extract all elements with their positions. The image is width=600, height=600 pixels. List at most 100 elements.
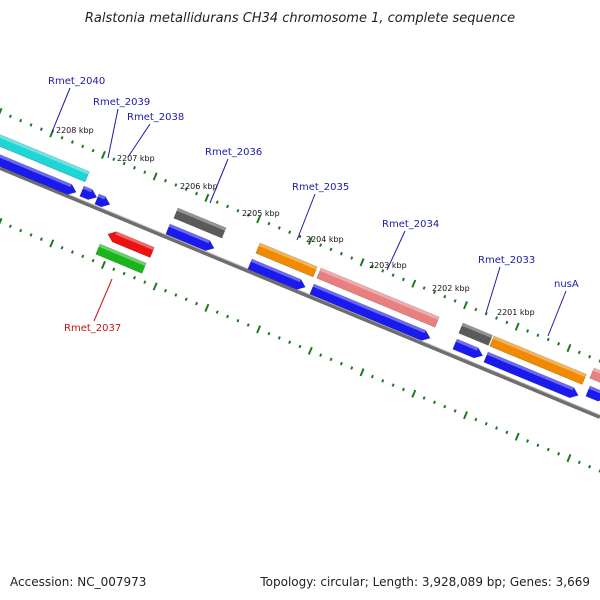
kbp-label: 2205 kbp bbox=[242, 209, 280, 218]
lower-scale-tick bbox=[557, 452, 561, 456]
upper-scale-tick bbox=[246, 213, 250, 217]
cds-arrow-rmet-2033-shine bbox=[455, 339, 479, 351]
upper-scale-tick bbox=[422, 286, 426, 290]
leader-line-rmet-2037 bbox=[93, 278, 113, 322]
gene-bar-rmet-2040 bbox=[0, 117, 90, 183]
leader-line-rmet-2038 bbox=[127, 123, 151, 158]
gene-bar-partial-body bbox=[589, 367, 600, 387]
kbp-label: 2206 kbp bbox=[180, 182, 218, 191]
upper-scale-tick bbox=[132, 166, 136, 170]
gene-bar-rmet-2033-shine bbox=[461, 323, 493, 339]
upper-scale-tick bbox=[495, 316, 499, 320]
gene-label-rmet-2036: Rmet_2036 bbox=[205, 147, 262, 158]
upper-scale-tick bbox=[432, 290, 436, 295]
leader-line-rmet-2034 bbox=[386, 230, 406, 271]
upper-scale-tick bbox=[164, 178, 168, 183]
cds-arrow-rmet-2033-body bbox=[452, 338, 484, 359]
lower-scale-tick bbox=[29, 233, 33, 237]
upper-scale-tick bbox=[91, 148, 95, 153]
upper-scale-tick bbox=[453, 299, 457, 303]
cds-arrow-rmet-2039-shine bbox=[82, 186, 93, 193]
gene-rmet-2037-red-shine bbox=[115, 231, 155, 251]
gene-labels: Rmet_2040Rmet_2039Rmet_2038Rmet_2036Rmet… bbox=[48, 76, 579, 337]
lower-scale-tick bbox=[100, 260, 106, 270]
lower-scale-tick bbox=[164, 288, 168, 293]
lower-scale-tick bbox=[505, 430, 509, 435]
kbp-label: 2207 kbp bbox=[117, 154, 155, 163]
gene-rmet-2037-red-body bbox=[107, 231, 155, 258]
lower-scale-tick bbox=[401, 387, 405, 392]
upper-scale-tick bbox=[152, 172, 158, 181]
upper-scale-tick bbox=[267, 221, 271, 226]
upper-scale-tick bbox=[288, 230, 292, 234]
accession-text: Accession: NC_007973 bbox=[10, 575, 146, 589]
upper-scale-tick bbox=[484, 312, 488, 316]
cds-arrow-rmet-2040 bbox=[0, 137, 77, 195]
lower-scale-tick bbox=[370, 374, 374, 379]
cds-arrow-rmet-2038-body bbox=[94, 193, 111, 208]
chromosome-backbone bbox=[0, 166, 600, 419]
leader-line-rmet-2040 bbox=[51, 87, 71, 133]
cds-arrow-rmet-2036-body bbox=[165, 223, 215, 251]
cds-arrow-rmet-2034-body bbox=[309, 283, 431, 341]
leader-line-rmet-2039 bbox=[107, 108, 119, 159]
gene-bar-rmet-2033 bbox=[458, 322, 493, 346]
cds-arrow-partial-body bbox=[585, 385, 600, 402]
upper-scale-tick bbox=[195, 191, 199, 196]
gene-label-rmet-2035: Rmet_2035 bbox=[292, 182, 349, 193]
upper-scale-tick bbox=[70, 140, 74, 144]
lower-scale-tick bbox=[307, 346, 313, 355]
upper-scale-tick bbox=[8, 114, 12, 119]
gene-bar-rmet-2037-red bbox=[107, 231, 155, 258]
kbp-label: 2208 kbp bbox=[56, 126, 94, 135]
gene-bar-nusa-body bbox=[489, 335, 587, 385]
lower-scale-tick bbox=[463, 411, 468, 420]
lower-scale-tick bbox=[246, 323, 250, 327]
upper-scale-tick bbox=[319, 243, 323, 247]
gene-bar-rmet-2037-shine bbox=[98, 244, 147, 266]
chromosome-backbone-highlight bbox=[0, 165, 600, 416]
lower-scale-tick bbox=[329, 357, 333, 362]
gene-features bbox=[0, 117, 600, 402]
upper-scale-tick bbox=[122, 161, 126, 166]
lower-scale-tick bbox=[298, 344, 302, 349]
lower-scale-tick bbox=[546, 447, 550, 452]
upper-scale-tick bbox=[401, 277, 405, 282]
upper-scale-tick bbox=[39, 127, 43, 131]
cds-arrow-rmet-2039-body bbox=[79, 185, 98, 200]
upper-scale-tick bbox=[307, 236, 313, 245]
upper-scale-tick bbox=[256, 215, 262, 224]
upper-scale-tick bbox=[236, 208, 240, 213]
lower-scale-tick bbox=[411, 389, 417, 398]
gene-bar-rmet-2033-body bbox=[458, 322, 493, 346]
upper-scale-tick bbox=[112, 157, 116, 161]
cds-arrow-nusa-shine bbox=[486, 352, 574, 391]
lower-scale-tick bbox=[359, 368, 365, 377]
upper-scale-tick bbox=[19, 118, 23, 123]
lower-scale-tick bbox=[184, 297, 188, 302]
lower-scale-tick bbox=[577, 460, 581, 465]
upper-scale-tick bbox=[463, 301, 468, 310]
gene-bar-rmet-2034 bbox=[316, 267, 440, 328]
upper-scale-tick bbox=[350, 256, 354, 260]
lower-scale-tick bbox=[39, 237, 43, 241]
upper-scale-tick bbox=[29, 123, 33, 127]
lower-scale-tick bbox=[422, 396, 426, 400]
cds-arrow-rmet-2040-shine bbox=[0, 138, 72, 188]
lower-scale-tick bbox=[267, 331, 271, 336]
lower-scale-tick bbox=[195, 301, 199, 306]
lower-scale-tick bbox=[204, 303, 210, 312]
upper-scale-tick bbox=[381, 269, 385, 273]
upper-scale-tick bbox=[339, 251, 343, 256]
gene-label-rmet-2038: Rmet_2038 bbox=[127, 112, 184, 123]
cds-arrow-rmet-2040-body bbox=[0, 137, 77, 195]
upper-scale-tick bbox=[359, 258, 365, 267]
cds-arrow-partial-shine bbox=[588, 386, 600, 394]
gene-bar-rmet-2035 bbox=[255, 242, 318, 278]
gene-bar-rmet-2036-shine bbox=[176, 208, 227, 231]
upper-scale-tick bbox=[566, 344, 572, 353]
upper-scale-tick bbox=[226, 204, 230, 209]
upper-scale-tick bbox=[0, 107, 3, 115]
leader-line-rmet-2035 bbox=[296, 193, 316, 241]
